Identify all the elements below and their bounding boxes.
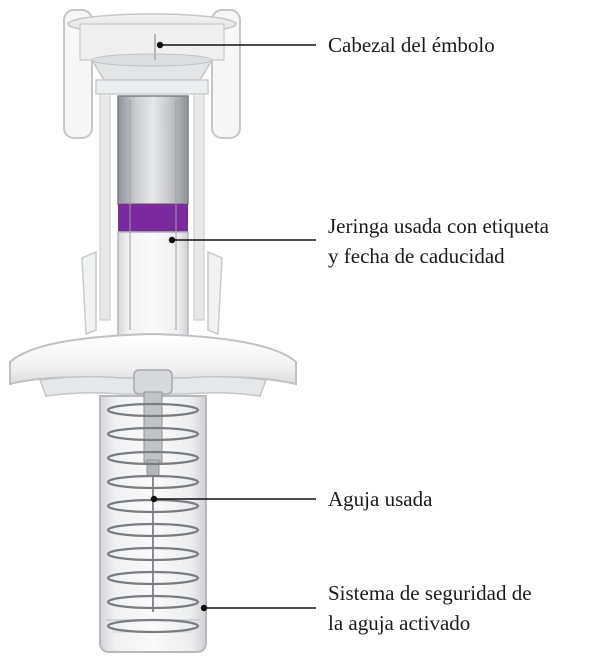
label-needle-safety-system: Sistema de seguridad de la aguja activad…: [328, 578, 532, 638]
label-text: Jeringa usada con etiqueta: [328, 214, 549, 238]
leader-dots: [150, 41, 208, 612]
label-plunger-head: Cabezal del émbolo: [328, 30, 495, 60]
spring-coil: [106, 450, 200, 466]
label-text: Aguja usada: [328, 487, 433, 511]
spring-coil: [106, 570, 200, 586]
label-text: la aguja activado: [328, 611, 471, 635]
spring-coil: [106, 402, 200, 418]
spring-coil: [106, 594, 200, 610]
upper-housing: [81, 93, 223, 336]
syringe-barrel: [117, 95, 189, 337]
label-text: Cabezal del émbolo: [328, 33, 495, 57]
syringe-label-band: [118, 204, 188, 232]
spring-coil: [106, 618, 200, 634]
spring: [106, 402, 200, 634]
spring-coil: [106, 474, 200, 490]
plunger-head: [63, 9, 241, 139]
label-text: y fecha de caducidad: [328, 244, 505, 268]
leader-lines: [154, 44, 316, 609]
label-text: Sistema de seguridad de: [328, 581, 532, 605]
label-used-needle: Aguja usada: [328, 484, 432, 514]
label-used-syringe: Jeringa usada con etiqueta y fecha de ca…: [328, 211, 549, 271]
spring-coil: [106, 426, 200, 442]
flange: [9, 332, 297, 397]
spring-coil: [106, 546, 200, 562]
spring-coil: [106, 522, 200, 538]
